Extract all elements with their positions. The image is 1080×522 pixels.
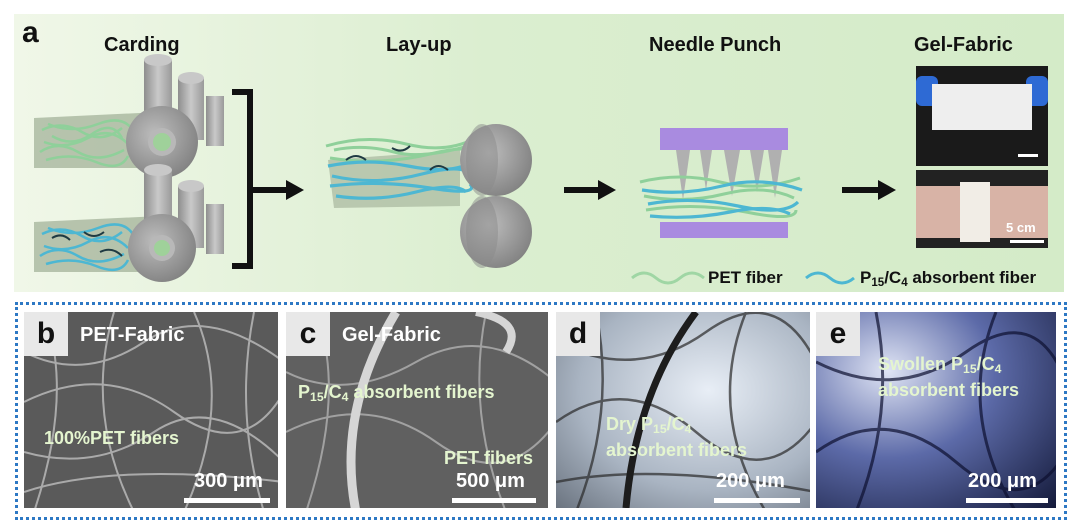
gel-fabric-photo-arm: 5 cm bbox=[916, 170, 1048, 248]
panel-b-scale-label: 300 μm bbox=[194, 470, 263, 492]
process-schematic bbox=[34, 54, 896, 282]
panel-e-letter: e bbox=[816, 312, 860, 356]
panel-b-letter: b bbox=[24, 312, 68, 356]
scale-bar-photo bbox=[1010, 240, 1044, 243]
panel-c-letter: c bbox=[286, 312, 330, 356]
panel-d-letter: d bbox=[556, 312, 600, 356]
stage-title-carding: Carding bbox=[104, 34, 180, 56]
arrow-to-gel-fabric bbox=[878, 180, 896, 200]
gel-fabric-photo-held bbox=[916, 66, 1048, 166]
panel-b-title: PET-Fabric bbox=[80, 324, 185, 346]
panel-b: b PET-Fabric 100%PET fibers 300 μm bbox=[24, 312, 278, 508]
legend-label-pet: PET fiber bbox=[708, 268, 783, 287]
stage-title-needle-punch: Needle Punch bbox=[649, 34, 782, 56]
panel-b-scale-bar bbox=[184, 498, 270, 503]
panel-c-title: Gel-Fabric bbox=[342, 324, 441, 346]
legend-swatch-pet bbox=[631, 271, 705, 285]
sem-texture-c bbox=[286, 312, 548, 508]
panel-e-scale-label: 200 μm bbox=[968, 470, 1037, 492]
stage-title-lay-up: Lay-up bbox=[386, 34, 452, 56]
panel-c-note-absorbent: P15/C4 absorbent fibers bbox=[298, 382, 495, 405]
legend-swatch-absorbent bbox=[805, 271, 855, 285]
carding-machine-bottom bbox=[34, 164, 224, 282]
sem-texture-b bbox=[24, 312, 278, 508]
panel-a-letter: a bbox=[22, 16, 39, 49]
optical-texture-e bbox=[816, 312, 1056, 508]
legend-label-absorbent: P15/C4 absorbent fiber bbox=[860, 268, 1037, 289]
panel-c-note-pet: PET fibers bbox=[444, 448, 534, 468]
micrograph-frame bbox=[15, 302, 1067, 520]
panel-d-scale-label: 200 μm bbox=[716, 470, 785, 492]
merge-bracket bbox=[232, 89, 253, 269]
stage-title-gel-fabric: Gel-Fabric bbox=[914, 34, 1013, 56]
scale-bar-photo-top bbox=[1018, 154, 1038, 157]
needle-punch-press bbox=[639, 128, 803, 238]
panel-c: c Gel-Fabric P15/C4 absorbent fibers PET… bbox=[286, 312, 548, 508]
wrapped-fabric bbox=[960, 182, 990, 242]
lay-up-web bbox=[325, 124, 532, 268]
panel-b-note: 100%PET fibers bbox=[44, 428, 180, 448]
panel-c-scale-bar bbox=[452, 498, 536, 503]
fabric-sheet bbox=[932, 84, 1032, 130]
legend-swatches bbox=[631, 271, 855, 285]
panel-e-scale-bar bbox=[966, 498, 1048, 503]
panel-c-scale-label: 500 μm bbox=[456, 470, 525, 492]
panel-d-scale-bar bbox=[714, 498, 800, 503]
arrow-to-needle-punch bbox=[598, 180, 616, 200]
optical-texture-d bbox=[556, 312, 810, 508]
carding-machine-top bbox=[34, 54, 224, 178]
photo-scale-label: 5 cm bbox=[1006, 220, 1036, 235]
arrow-to-layup bbox=[286, 180, 304, 200]
